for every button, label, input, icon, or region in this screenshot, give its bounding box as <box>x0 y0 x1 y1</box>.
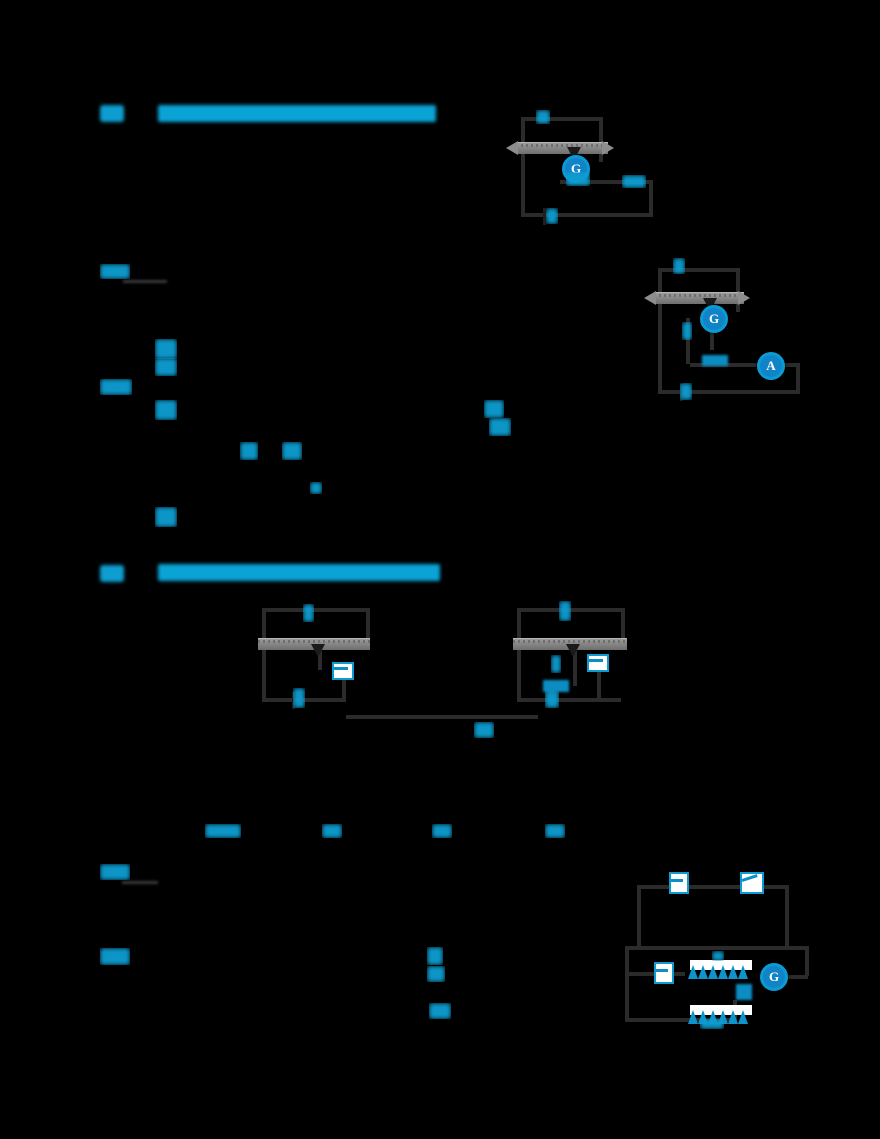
body-frag-10 <box>427 947 443 965</box>
body-frag-6 <box>310 482 322 494</box>
body-frag-11 <box>427 966 445 982</box>
ammeter-a-1: A <box>757 352 785 380</box>
margin-label-aim-2 <box>100 864 130 880</box>
margin-label-apparatus-1 <box>100 379 132 395</box>
key-2 <box>587 654 609 672</box>
section-title-ii <box>158 105 436 122</box>
body-frag-4 <box>240 442 258 460</box>
body-frag-3 <box>155 400 177 420</box>
row-label-2 <box>322 824 342 838</box>
margin-label-apparatus-2 <box>100 948 130 965</box>
fig-caption-center <box>474 722 494 738</box>
pot-arrow-right <box>602 141 614 155</box>
fig2-label-top <box>673 258 685 274</box>
body-frag-5 <box>282 442 302 460</box>
galvanometer-g-2: G <box>700 305 728 333</box>
row-label-4 <box>545 824 565 838</box>
rheostat-2 <box>543 680 569 692</box>
resistor-2 <box>688 1007 754 1024</box>
fig4-label-bottom <box>545 690 559 708</box>
fig2-label-bottom <box>680 383 692 400</box>
section-title-iii <box>158 564 440 581</box>
key-5 <box>654 962 674 984</box>
body-frag-12 <box>429 1003 451 1019</box>
fig4-label-mid <box>551 655 561 673</box>
fig3-label-bottom <box>293 688 305 708</box>
body-frag-7 <box>484 400 504 418</box>
rheostat-1 <box>702 355 728 366</box>
key-1 <box>332 662 354 680</box>
fig1-label-top <box>536 110 550 124</box>
body-frag-9 <box>155 507 177 527</box>
pot-arrow-left <box>506 141 518 155</box>
section-number-iii <box>100 565 124 582</box>
fig1-label-bottom <box>546 208 558 224</box>
margin-rule-2 <box>122 881 158 884</box>
galvanometer-g-3: G <box>760 963 788 991</box>
section-number-ii <box>100 105 124 122</box>
fig1-label-right <box>622 175 646 188</box>
fig2-label-left <box>682 322 692 340</box>
key-3 <box>669 872 689 894</box>
margin-rule-1 <box>123 280 167 283</box>
body-frag-8 <box>489 418 511 436</box>
fig3-label-top <box>303 604 314 622</box>
rheostat-3 <box>736 984 752 1000</box>
fig4-label-top <box>559 601 571 621</box>
row-label-3 <box>432 824 452 838</box>
body-frag-2 <box>155 358 177 376</box>
margin-label-aim-1 <box>100 264 130 279</box>
fig5-label-res1 <box>712 951 724 961</box>
fig1-label-mid <box>566 172 590 186</box>
body-frag-1 <box>155 339 177 359</box>
resistor-1 <box>688 962 754 979</box>
row-label-1 <box>205 824 241 838</box>
fig5-label-bottom <box>700 1019 724 1029</box>
